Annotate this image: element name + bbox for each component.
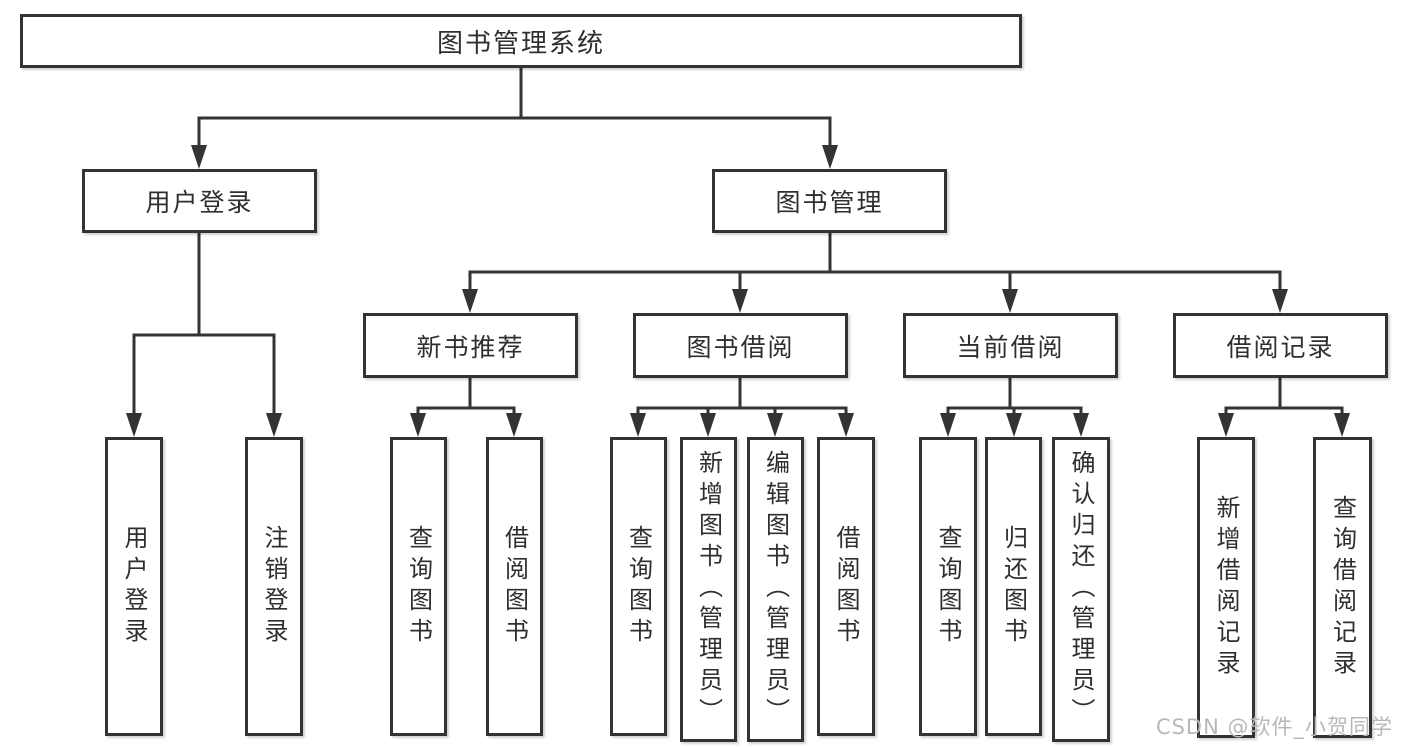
leaf-query-borrow-record-label: 查询借阅记录 (1328, 494, 1357, 681)
connector-book-borrow-children (630, 376, 854, 437)
node-current-borrow: 当前借阅 (903, 313, 1118, 378)
leaf-newbook-query-books: 查询图书 (390, 437, 447, 736)
leaf-edit-books-admin: 编辑图书（管理员） (747, 437, 804, 742)
leaf-user-login-label: 用户登录 (120, 524, 148, 649)
node-new-book-recommend: 新书推荐 (363, 313, 578, 378)
node-root: 图书管理系统 (20, 14, 1022, 68)
node-user-login-label: 用户登录 (145, 188, 254, 217)
node-root-label: 图书管理系统 (436, 28, 605, 59)
leaf-user-login: 用户登录 (105, 437, 163, 736)
leaf-current-query-books: 查询图书 (919, 437, 977, 736)
leaf-return-books-label: 归还图书 (999, 524, 1028, 649)
connector-user-login-children (126, 231, 282, 437)
leaf-logout-label: 注销登录 (260, 524, 288, 649)
leaf-newbook-borrow-books-label: 借阅图书 (500, 524, 529, 649)
leaf-add-books-admin-label: 新增图书（管理员） (694, 450, 723, 729)
connector-current-borrow-children (940, 376, 1089, 437)
leaf-edit-books-admin-label: 编辑图书（管理员） (761, 450, 790, 729)
leaf-add-borrow-record-label: 新增借阅记录 (1212, 494, 1240, 681)
node-current-borrow-label: 当前借阅 (956, 332, 1065, 362)
leaf-borrow-query-books-label: 查询图书 (624, 524, 653, 649)
node-book-borrow: 图书借阅 (633, 313, 848, 378)
leaf-logout: 注销登录 (245, 437, 303, 736)
leaf-borrow-query-books: 查询图书 (610, 437, 667, 736)
node-book-borrow-label: 图书借阅 (686, 332, 795, 362)
node-new-book-recommend-label: 新书推荐 (416, 332, 525, 362)
node-borrow-records-label: 借阅记录 (1226, 332, 1335, 362)
connector-new-book-rec-children (410, 376, 522, 437)
node-user-login: 用户登录 (82, 169, 317, 233)
leaf-confirm-return-admin: 确认归还（管理员） (1052, 437, 1110, 742)
node-book-mgmt: 图书管理 (712, 169, 947, 233)
leaf-return-books: 归还图书 (985, 437, 1042, 736)
leaf-add-borrow-record: 新增借阅记录 (1197, 437, 1255, 738)
watermark: CSDN @软件_小贺同学 (1155, 715, 1393, 739)
connector-root-to-level1 (191, 66, 838, 169)
leaf-query-borrow-record: 查询借阅记录 (1313, 437, 1372, 738)
node-borrow-records: 借阅记录 (1173, 313, 1388, 378)
connector-book-mgmt-to-level2 (462, 231, 1288, 313)
connector-borrow-records-children (1218, 376, 1350, 437)
leaf-add-books-admin: 新增图书（管理员） (680, 437, 737, 742)
leaf-current-query-books-label: 查询图书 (934, 524, 962, 649)
leaf-confirm-return-admin-label: 确认归还（管理员） (1067, 450, 1095, 729)
leaf-newbook-query-books-label: 查询图书 (404, 524, 433, 649)
leaf-borrow-books: 借阅图书 (817, 437, 875, 736)
leaf-newbook-borrow-books: 借阅图书 (486, 437, 543, 736)
node-book-mgmt-label: 图书管理 (775, 188, 884, 217)
leaf-borrow-books-label: 借阅图书 (832, 524, 860, 649)
